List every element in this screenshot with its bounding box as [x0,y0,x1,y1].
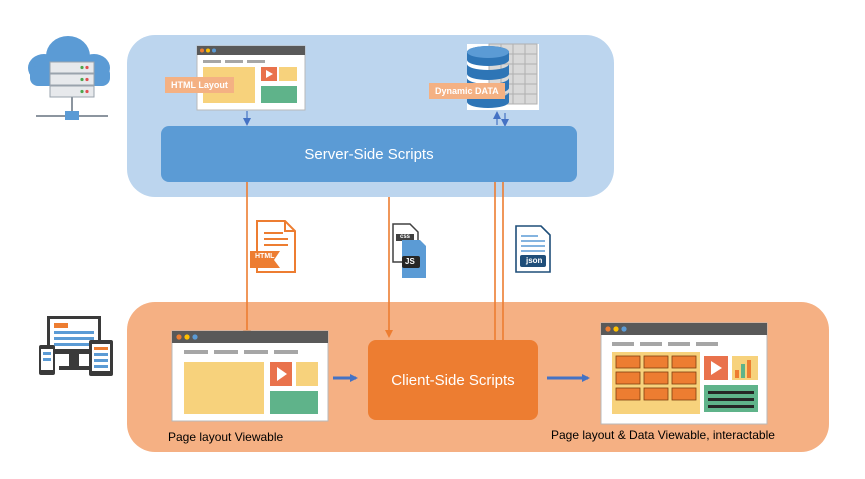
page-layout-caption: Page layout Viewable [168,430,284,444]
html-file-icon [250,220,296,273]
client-layout-browser [171,330,329,422]
dynamic-data-tag: Dynamic DATA [429,83,505,99]
cloud-server-icon [28,36,110,120]
data-table-icon [467,43,539,110]
server-side-scripts-label: Server-Side Scripts [304,145,434,163]
css-file-label: css [400,234,411,240]
server-side-scripts-box: Server-Side Scripts [161,126,577,182]
client-side-scripts-box: Client-Side Scripts [368,340,538,420]
css-js-file-icon [392,223,426,278]
result-page-browser [600,322,768,425]
client-side-scripts-label: Client-Side Scripts [391,371,515,389]
js-file-label: JS [405,257,415,266]
result-caption: Page layout & Data Viewable, interactabl… [551,428,775,442]
json-file-label: json [526,256,543,265]
devices-icon [39,316,113,376]
html-file-label: HTML [255,253,275,260]
html-layout-tag: HTML Layout [165,77,234,93]
json-file-icon [515,225,551,273]
